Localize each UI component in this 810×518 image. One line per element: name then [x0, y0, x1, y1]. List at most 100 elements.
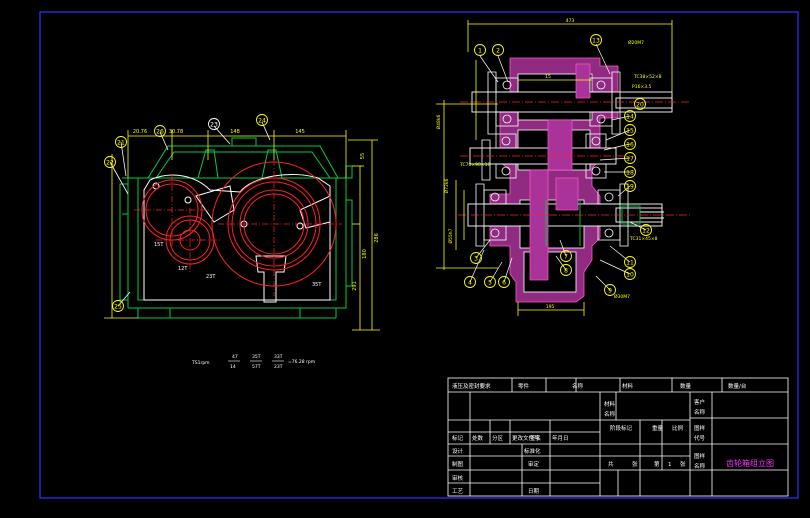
title-block: [447, 377, 789, 497]
dimension-label: 473: [566, 18, 575, 24]
callout-bubble: [470, 252, 482, 264]
callout: 24: [258, 117, 266, 124]
callout-bubble: [624, 268, 636, 280]
title-block-header: 材料: [622, 382, 634, 390]
callout: 15: [626, 127, 634, 134]
sheet-label: 张: [632, 460, 638, 468]
speed-formula-term: =76.28 rpm: [288, 359, 315, 365]
dimension-label: Ø72k6: [443, 179, 450, 194]
revision-column-label: 处数: [472, 434, 484, 442]
gear-tooth-label: 12T: [178, 266, 188, 272]
title-block-header: 名称: [572, 382, 584, 390]
speed-formula-term: 33T: [274, 354, 283, 360]
dimension-label: 195: [546, 304, 555, 310]
gear-tooth-label: 15T: [154, 242, 164, 248]
dimension-label: 291: [352, 281, 358, 291]
dimension-label: 20.76: [133, 129, 147, 135]
title-block-header: 数量/台: [728, 382, 747, 390]
callout-bubble: [590, 34, 602, 46]
dimension-label: 148: [230, 129, 240, 135]
callout: 26: [156, 128, 164, 135]
callout: 11: [626, 259, 634, 266]
title-block-header: 数量: [680, 382, 692, 390]
callout: 13: [592, 37, 600, 44]
sheet-label: 共: [608, 460, 614, 468]
dimension-label: Ø30M7: [614, 293, 630, 300]
material-label: 材料: [604, 400, 616, 408]
revision-column-label: 标记: [452, 434, 464, 442]
callout-bubble: [624, 138, 636, 150]
signoff-label: 设计: [452, 447, 464, 455]
callout: 3: [474, 255, 478, 262]
dimension-label: Ø48k6: [435, 115, 442, 130]
callout: 18: [626, 169, 634, 176]
speed-formula-term: 14: [230, 364, 236, 370]
callout: 5: [488, 279, 492, 286]
name-label: 名称: [604, 410, 616, 418]
callout: 21: [117, 139, 125, 146]
sheet-label: 1: [668, 462, 672, 468]
callout: 14: [626, 113, 634, 120]
callout-bubble: [484, 276, 496, 288]
speed-formula-term: 35T: [252, 354, 261, 360]
callout-bubble: [634, 98, 646, 110]
callout: 16: [626, 141, 634, 148]
signoff-label: 日期: [528, 488, 540, 495]
callout: 9: [608, 287, 612, 294]
sheet-label: 第: [654, 460, 660, 468]
right-view: 47315195TC38×52×8P16×3.5TC70×90×10TC31×4…: [435, 18, 690, 316]
speed-formula-term: 47: [232, 354, 238, 360]
callout-bubble: [624, 166, 636, 178]
callout-bubble: [624, 124, 636, 136]
callout: 1: [478, 47, 482, 54]
dimension-label: Ø20M7: [628, 39, 644, 46]
callout: 4: [468, 279, 472, 286]
callout: 23: [210, 121, 218, 128]
dimension-label: 30.78: [169, 129, 183, 135]
signoff-label: 审定: [528, 460, 540, 468]
callout-bubble: [624, 180, 636, 192]
dimension-label: 55: [360, 153, 366, 159]
dimension-label: 286: [374, 233, 380, 243]
dimension-label: 145: [295, 129, 305, 135]
dimension-label: P16×3.5: [632, 84, 652, 90]
title-block-header: 液压及密封要求: [452, 382, 491, 390]
stage-label: 重量: [652, 424, 664, 432]
callout-bubble: [624, 110, 636, 122]
speed-formula-term: 57T: [252, 364, 261, 370]
signoff-label: 工艺: [452, 488, 464, 495]
title-block-field-label: 名称: [694, 462, 706, 470]
title-block-header: 零件: [518, 382, 530, 390]
title-block-field-label: 图样: [694, 452, 706, 460]
revision-column-label: 签名: [530, 434, 541, 442]
callout: 19: [626, 183, 634, 190]
speed-formula-term: 23T: [274, 364, 283, 370]
callout: 10: [626, 271, 634, 278]
callout-bubble: [115, 136, 127, 148]
callout: 6: [502, 279, 506, 286]
callout-bubble: [498, 276, 510, 288]
signoff-label: 标准化: [524, 447, 541, 455]
title-block-field-label: 图样: [694, 424, 706, 432]
gear-tooth-label: 35T: [312, 282, 322, 288]
dimension-label: TC31×45×8: [629, 236, 658, 242]
callout-bubble: [624, 152, 636, 164]
callout: 2: [496, 47, 500, 54]
signoff-label: 审核: [452, 474, 464, 482]
callout-bubble: [256, 114, 268, 126]
callout-bubble: [112, 300, 124, 312]
dimension-label: TC70×90×10: [459, 162, 490, 168]
callout: 8: [564, 267, 568, 274]
callout-bubble: [560, 264, 572, 276]
dimension-label: 15: [545, 74, 551, 80]
dimension-label: Ø55h7: [447, 228, 454, 243]
title-block-field-label: 客户: [694, 398, 705, 406]
title-block-field-label: 名称: [694, 408, 706, 416]
callout-bubble: [624, 256, 636, 268]
callout: 7: [564, 253, 568, 260]
revision-column-label: 分区: [492, 434, 504, 442]
callout-bubble: [474, 44, 486, 56]
callout-bubble: [208, 118, 220, 130]
